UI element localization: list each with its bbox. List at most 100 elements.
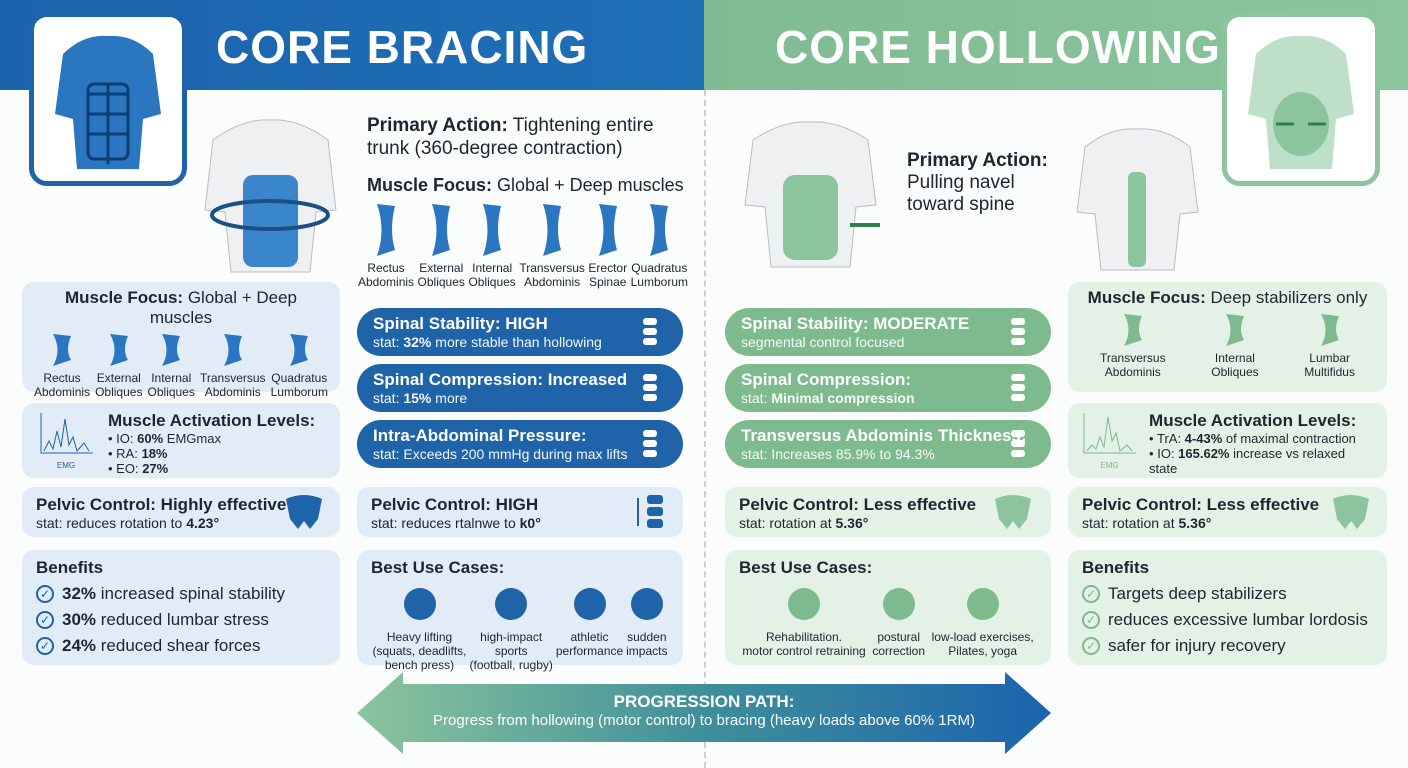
muscle-name-line1: Quadratus — [631, 261, 688, 275]
muscle-name-line1: Internal — [472, 261, 513, 275]
muscle-icon — [53, 334, 72, 366]
muscle-name-line2: Abdominis — [524, 275, 581, 289]
muscle-icon — [377, 204, 396, 256]
pill-stat: stat: — [373, 446, 404, 462]
use-case-label: motor control retraining — [742, 644, 866, 658]
muscle-icon — [432, 204, 451, 256]
unit: of maximal contraction — [1222, 431, 1356, 446]
check-icon: ✓ — [36, 637, 54, 655]
spine-arrows-icon — [1001, 372, 1033, 404]
use-case-label: athletic — [570, 630, 609, 644]
pill-stat: stat: — [373, 334, 404, 350]
back-body-figure — [1076, 128, 1199, 271]
bracing-pelvic-card: Pelvic Control: Highly effective stat: r… — [22, 487, 340, 537]
progression-description: Progress from hollowing (motor control) … — [433, 712, 975, 729]
muscle-name-line1: Lumbar — [1309, 351, 1350, 365]
pill-stat: stat: — [741, 390, 772, 406]
muscle-icon — [1123, 314, 1142, 346]
spine-waves-icon — [1001, 316, 1033, 348]
gauge-icon — [633, 428, 665, 460]
hollowing-muscle-focus-card: Muscle Focus: Deep stabilizers only Tran… — [1068, 282, 1387, 392]
use-case-icon — [403, 588, 436, 620]
pelvis-icon — [1333, 495, 1369, 529]
pill-stat: segmental control focused — [741, 334, 905, 350]
muscle-name-line1: Quadratus — [271, 371, 328, 385]
use-case-label: Pilates, yoga — [948, 644, 1018, 658]
muscle-focus-text: Global + Deep muscles — [497, 175, 684, 195]
check-icon: ✓ — [36, 585, 54, 603]
use-case-icon — [882, 588, 915, 620]
value: 4-43% — [1184, 431, 1223, 446]
muscle-focus-label: Muscle Focus: — [367, 175, 493, 195]
pill-title: Spinal Compression: Increased — [373, 370, 628, 389]
bracing-torso-icon — [29, 12, 187, 186]
unit: increase vs relaxed state — [1149, 446, 1346, 476]
muscle-name-line1: Transversus — [199, 371, 266, 385]
value: 60% — [137, 431, 164, 446]
bracing-pelvic-mid-card: Pelvic Control: HIGH stat: reduces rtaln… — [357, 487, 683, 537]
use-case-item: Heavy lifting(squats, deadlifts,bench pr… — [372, 584, 467, 672]
pill-stat-rest: more stable than hollowing — [431, 334, 602, 350]
hollowing-use-cases-card: Best Use Cases: Rehabilitation.motor con… — [725, 550, 1051, 665]
benefit-item: ✓reduces excessive lumbar lordosis — [1082, 610, 1373, 630]
muscle-fiber-icon — [1001, 428, 1033, 460]
activation-item: • RA: 18% — [108, 446, 168, 461]
bracing-muscle-focus-top: Muscle Focus: Global + Deep muscles — [367, 175, 684, 196]
use-case-label: postural — [877, 630, 921, 644]
use-case-icon — [966, 588, 999, 620]
primary-action-text: Tightening entire trunk (360-degree cont… — [367, 115, 654, 159]
muscle-name-line1: Transversus — [1100, 351, 1166, 365]
use-case-icon — [788, 588, 820, 620]
value: 165.62% — [1178, 446, 1230, 461]
value: 27% — [142, 461, 169, 476]
pill-title: Spinal Compression: — [741, 370, 912, 389]
muscle-name-line1: External — [96, 371, 141, 385]
muscle-name-line2: Abdominis — [1104, 365, 1161, 379]
bracing-primary-action: Primary Action: Tightening entire trunk … — [367, 114, 697, 160]
progression-title: PROGRESSION PATH: — [613, 692, 795, 711]
use-case-item: Rehabilitation.motor control retraining — [742, 584, 866, 658]
muscle-name-line2: Abdominis — [358, 275, 415, 289]
pill-stat-rest: more — [431, 390, 468, 406]
muscle-icon — [543, 204, 562, 256]
muscle-name-line2: Obliques — [417, 275, 465, 289]
use-case-label: (football, rugby) — [469, 658, 553, 672]
muscle-name-line2: Abdominis — [204, 385, 261, 399]
benefit-item: ✓24% reduced shear forces — [36, 636, 326, 656]
bracing-body-figure — [204, 119, 337, 273]
muscle-icon — [109, 334, 128, 366]
muscle: RA: — [116, 446, 142, 461]
compressed-spine-icon — [633, 372, 665, 404]
muscle-name-line1: Rectus — [367, 261, 405, 275]
card-title: Muscle Focus: Global + Deep muscles — [65, 288, 297, 327]
use-case-label: performance — [555, 644, 624, 658]
use-case-label: (squats, deadlifts, — [372, 644, 467, 658]
muscle: IO: — [116, 431, 138, 446]
bracing-title: CORE BRACING — [216, 21, 589, 73]
use-case-label: Heavy lifting — [386, 630, 453, 644]
stat-pill: Spinal Compression:stat: Minimal compres… — [725, 364, 1051, 412]
muscle-icon — [483, 204, 502, 256]
hollowing-pelvic-card: Pelvic Control: Less effective stat: rot… — [1068, 487, 1387, 537]
muscle-name-line1: Rectus — [43, 371, 81, 385]
progression-arrow — [357, 672, 1051, 754]
muscle-name-line2: Obliques — [468, 275, 516, 289]
benefit-text: increased spinal stability — [96, 584, 286, 603]
muscle-name-line2: Abdominis — [34, 385, 91, 399]
primary-action-label: Primary Action: — [367, 115, 508, 136]
hollowing-pelvic-mid-card: Pelvic Control: Less effective stat: rot… — [725, 487, 1051, 537]
value: 18% — [141, 446, 168, 461]
muscle-icon — [290, 334, 309, 366]
use-case-icon — [495, 588, 528, 620]
